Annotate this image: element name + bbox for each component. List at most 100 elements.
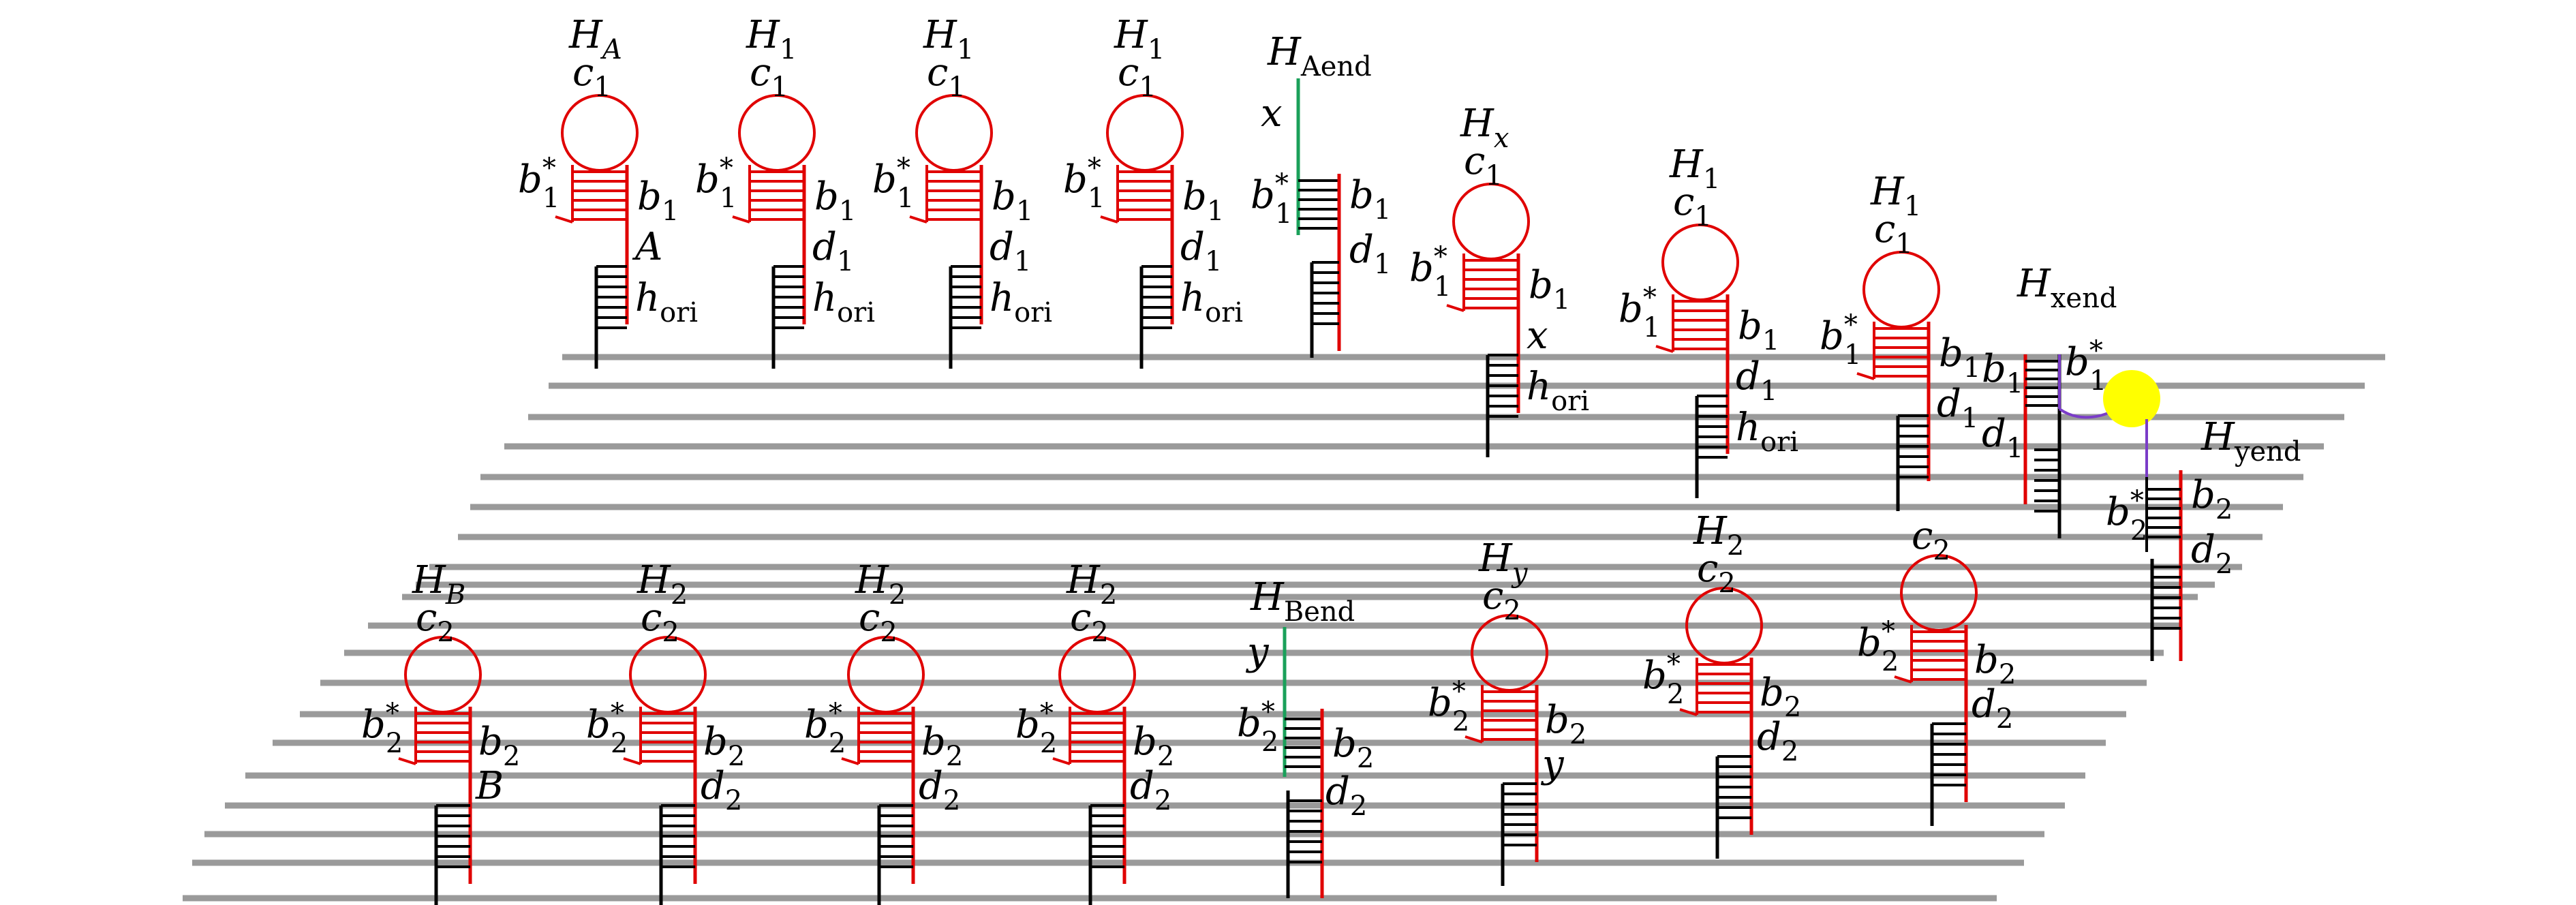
loop-domain-label: c1 [750,50,788,103]
toehold-label: hori [990,276,1052,328]
label-main: H [568,13,603,57]
label-main: d [1325,769,1350,814]
stem-domain-label: b1 [1939,331,1980,384]
label-main: H [1460,102,1494,146]
stem-star-label: b*2 [1857,616,1899,677]
hairpin-loop [1058,636,1136,714]
label-main: b [2065,340,2089,384]
label-subscript: ori [660,297,698,328]
label-subscript: 2 [386,728,403,759]
label-main: b [1982,347,2006,391]
label-main: d [1972,682,1996,726]
stem-domain-label: b1 [1349,173,1391,226]
label-subscript: 2 [1091,617,1108,648]
stem-star-label: b*1 [518,153,559,214]
label-subscript: 1 [1016,196,1033,227]
label-main: b [1738,304,1762,348]
label-main: c [750,50,771,95]
label-main: b [921,720,946,764]
label-main: b [1182,174,1207,219]
label-main: d [1130,764,1154,808]
loop-domain-label: c1 [1464,139,1503,191]
label-subscript: 1 [1694,201,1711,232]
label-star: * [1275,168,1289,200]
mid-domain-label: d1 [1736,354,1777,407]
loop-domain-label: c2 [1912,514,1950,566]
label-main: c [1697,547,1718,591]
label-subscript: y [1511,557,1529,589]
label-subscript: 2 [1503,595,1520,626]
label-subscript: 1 [1434,271,1451,303]
stem-domain-label: b1 [814,174,856,227]
guide-label: x [1261,91,1283,136]
label-subscript: 1 [948,72,965,103]
label-subscript: 1 [957,34,974,65]
mid-domain-label: B [475,764,504,808]
label-main: d [990,225,1014,269]
label-main: b [1529,263,1553,307]
label-subscript: 2 [2215,494,2233,525]
label-main: H [1693,509,1728,553]
mid-domain-label: d2 [701,764,742,816]
label-main: d [1736,354,1760,399]
label-main: H [1066,558,1101,602]
label-subscript: 2 [829,728,846,759]
loop-domain-label: c2 [1482,574,1521,626]
label-subscript: 2 [889,579,906,611]
mid-domain-label: A [632,225,662,269]
label-main: c [416,596,437,640]
stem-tail [1679,708,1698,716]
hairpin-name-label: H2 [637,558,688,611]
label-subscript: ori [1014,297,1052,328]
loop-domain-label: c1 [927,50,966,103]
label-main: H [1870,170,1905,214]
label-star: * [1643,282,1657,313]
toehold-label: hori [635,276,698,328]
stem-domain-label: b1 [1529,263,1570,316]
stem-domain-label: b2 [1332,722,1374,774]
label-main: H [1669,142,1704,187]
label-star: * [829,698,842,729]
label-subscript: 1 [1205,246,1222,277]
stem-tail [1465,735,1483,743]
label-subscript: 1 [1643,312,1660,343]
hairpin-name-label: H2 [1693,509,1744,562]
label-subscript: Aend [1300,51,1372,82]
label-star: * [720,153,733,184]
label-main: b [637,174,662,219]
label-main: b [872,157,897,202]
loop-domain-label: c1 [572,50,611,103]
stem-domain-label: b1 [1738,304,1779,356]
label-subscript: 1 [2006,368,2023,399]
stem-domain-label: b2 [1974,638,2016,690]
label-subscript: 1 [837,246,854,277]
label-subscript: 1 [1904,191,1921,222]
label-subscript: 2 [1100,579,1117,611]
stem-domain-label: b1 [992,174,1033,227]
label-star: * [611,698,624,729]
hairpin-name-label: H1 [923,13,974,65]
label-subscript: 2 [671,579,688,611]
label-subscript: 2 [1357,743,1374,774]
label-main: b [1974,638,1999,682]
stem-tail [555,215,573,224]
stem-star-label: b*2 [1428,676,1469,737]
label-subscript: 1 [1374,249,1391,280]
label-main: b [1332,722,1357,766]
label-main: b [1820,314,1844,358]
toehold-label: hori [1736,405,1798,458]
label-subscript: 2 [1781,736,1798,767]
stem-star-label: b*1 [1820,309,1861,371]
label-subscript: 1 [720,183,737,214]
label-main: h [812,276,837,320]
label-main: H [855,558,889,602]
label-main: b [361,703,386,747]
label-subscript: 2 [880,617,897,648]
label-main: H [1267,30,1302,74]
